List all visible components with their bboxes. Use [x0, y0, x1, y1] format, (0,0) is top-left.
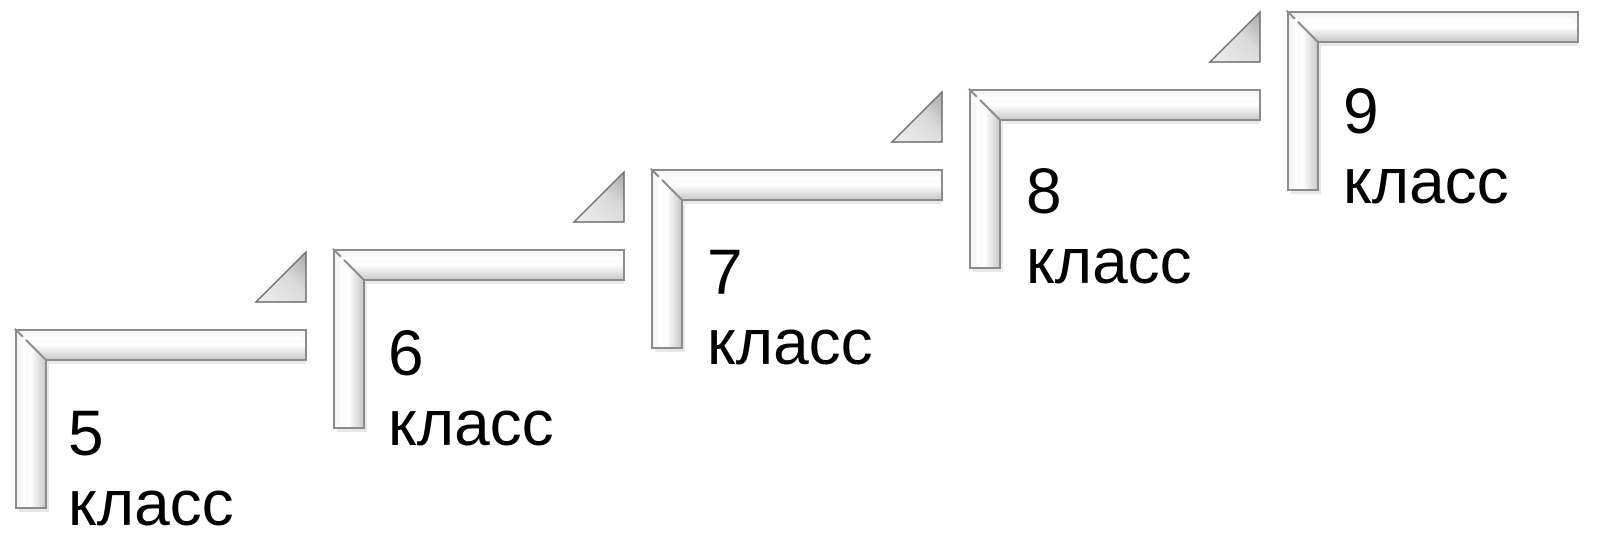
step-class-label: класс — [68, 467, 234, 539]
step-class-label: класс — [388, 387, 554, 459]
step-number: 9 — [1343, 75, 1379, 147]
step-highlight-7 — [658, 176, 938, 344]
step-highlight-6 — [340, 256, 620, 424]
step-riser-9 — [1287, 9, 1319, 191]
step-class-label: класс — [1343, 145, 1509, 217]
step-number: 5 — [68, 397, 104, 469]
step-tread-9 — [1285, 11, 1579, 43]
step-number: 8 — [1026, 155, 1062, 227]
step-riser-5 — [15, 327, 47, 509]
step-riser-7 — [651, 167, 683, 349]
step-tread-5 — [13, 329, 307, 361]
step-highlight-5 — [22, 336, 302, 504]
step-class-label: класс — [1026, 225, 1192, 297]
step-highlight-8 — [976, 96, 1256, 264]
step-tread-8 — [967, 89, 1261, 121]
step-label-8: 8 класс — [1026, 156, 1192, 296]
step-number: 6 — [388, 317, 424, 389]
step-highlight-9 — [1294, 18, 1574, 186]
step-corner-triangle-8 — [1208, 10, 1261, 63]
step-label-6: 6 класс — [388, 318, 554, 458]
step-corner-triangle-6 — [572, 170, 625, 223]
step-tread-6 — [331, 249, 625, 281]
step-label-5: 5 класс — [68, 398, 234, 538]
step-number: 7 — [707, 236, 743, 308]
step-riser-6 — [333, 247, 365, 429]
step-corner-triangle-5 — [254, 250, 307, 303]
step-tread-7 — [649, 169, 943, 201]
step-label-7: 7 класс — [707, 237, 873, 377]
step-class-label: класс — [707, 306, 873, 378]
step-label-9: 9 класс — [1343, 76, 1509, 216]
step-riser-8 — [969, 87, 1001, 269]
step-corner-triangle-7 — [890, 90, 943, 143]
